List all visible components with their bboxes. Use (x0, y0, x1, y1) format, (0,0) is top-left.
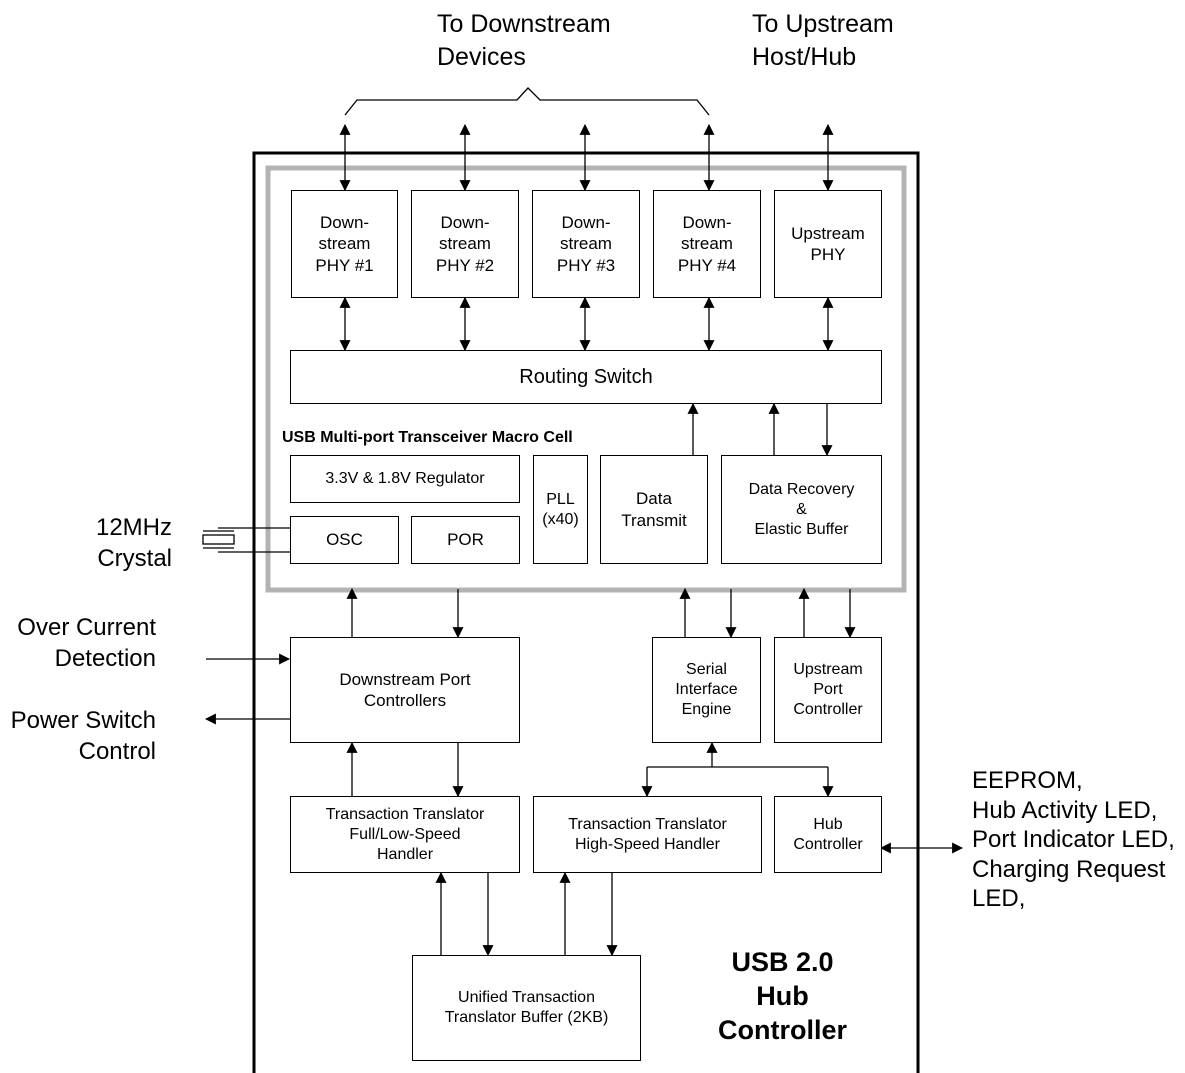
tt-full-low-handler: Transaction Translator Full/Low-Speed Ha… (290, 796, 520, 873)
data-recovery: Data Recovery & Elastic Buffer (721, 455, 882, 564)
downstream-bracket (344, 87, 710, 116)
label-crystal: 12MHz Crystal (95, 514, 172, 573)
label-downstream-devices: To Downstream Devices (437, 10, 611, 71)
label-eeprom-list: EEPROM, Hub Activity LED, Port Indicator… (972, 767, 1175, 913)
data-transmit: Data Transmit (600, 455, 708, 564)
crystal-icon (202, 530, 235, 549)
downstream-port-controllers: Downstream Port Controllers (290, 637, 520, 743)
downstream-phy-1: Down- stream PHY #1 (291, 190, 398, 298)
serial-interface-engine: Serial Interface Engine (652, 637, 761, 743)
label-upstream-host: To Upstream Host/Hub (752, 10, 894, 71)
downstream-phy-4: Down- stream PHY #4 (653, 190, 761, 298)
label-power-switch: Power Switch Control (10, 707, 156, 766)
upstream-port-controller: Upstream Port Controller (774, 637, 882, 743)
regulator: 3.3V & 1.8V Regulator (290, 455, 520, 503)
downstream-phy-2: Down- stream PHY #2 (411, 190, 519, 298)
osc: OSC (290, 516, 399, 564)
por: POR (411, 516, 520, 564)
downstream-phy-3: Down- stream PHY #3 (532, 190, 640, 298)
tt-high-speed-handler: Transaction Translator High-Speed Handle… (533, 796, 762, 873)
hub-controller: Hub Controller (774, 796, 882, 873)
pll: PLL (x40) (533, 455, 588, 564)
macro-cell-title: USB Multi-port Transceiver Macro Cell (282, 429, 573, 446)
tt-buffer: Unified Transaction Translator Buffer (2… (412, 955, 641, 1061)
routing-switch: Routing Switch (290, 350, 882, 404)
upstream-phy: Upstream PHY (774, 190, 882, 298)
hub-controller-title: USB 2.0 Hub Controller (717, 947, 847, 1045)
label-over-current: Over Current Detection (17, 614, 156, 673)
